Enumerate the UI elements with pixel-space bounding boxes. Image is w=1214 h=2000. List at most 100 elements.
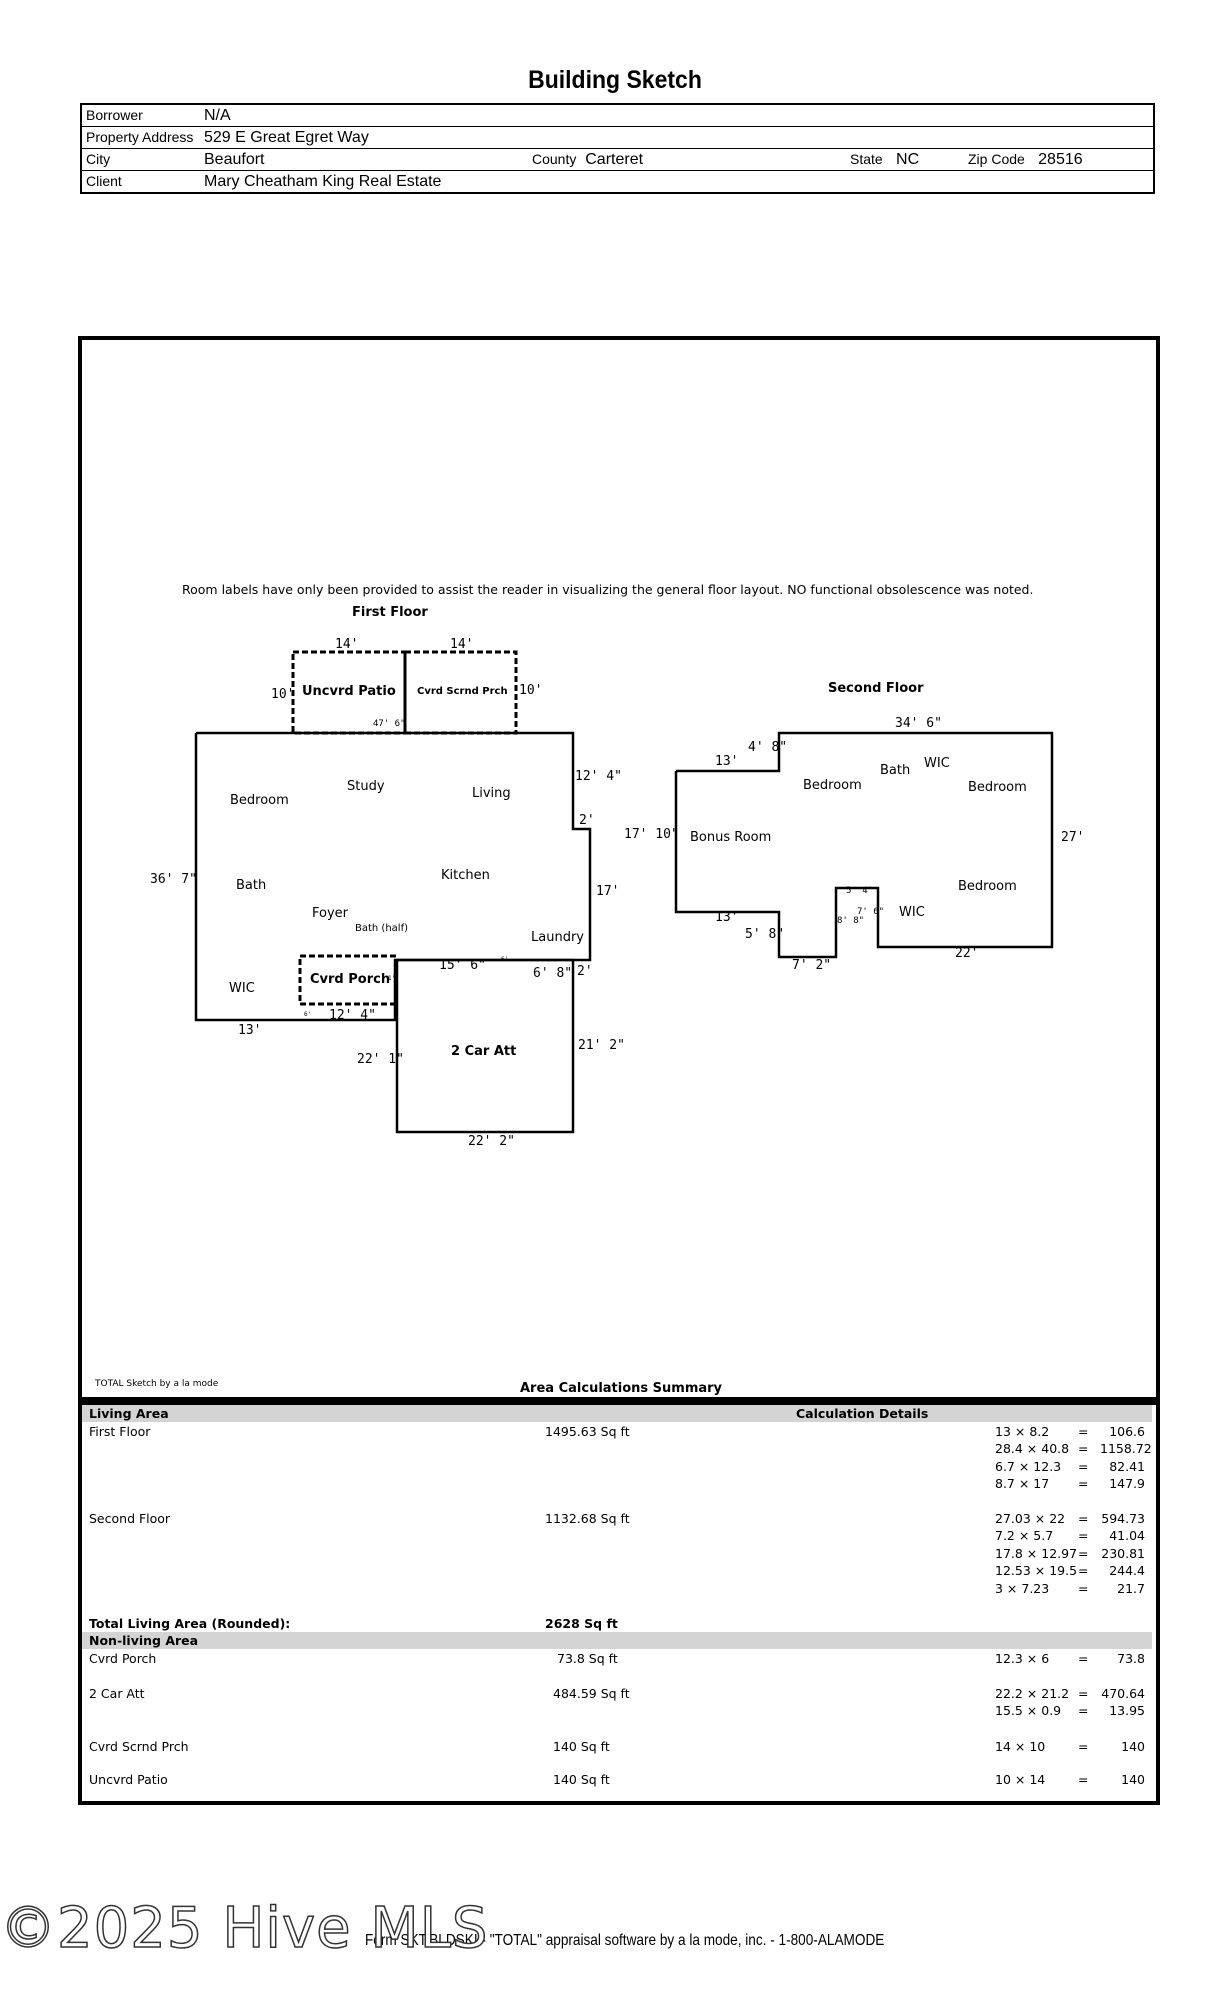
label-2f-wic-1: WIC [924, 756, 950, 771]
sf-line-4-val: 244.4 [1109, 1563, 1145, 1578]
sf-line-3-val: 230.81 [1101, 1546, 1145, 1561]
sf-line-5-eq: = [1078, 1581, 1089, 1596]
garage-line-2-expr: 15.5 × 0.9 [995, 1703, 1062, 1718]
porch-line-eq: = [1078, 1651, 1089, 1666]
ff-line-2-eq: = [1078, 1441, 1089, 1456]
dim-2f-notch-depth: 8' 8" [837, 916, 865, 926]
dim-left-depth: 36' 7" [150, 872, 197, 887]
city-label: City [86, 150, 111, 167]
dim-garage-right: 21' 2" [578, 1038, 625, 1053]
garage-line-2-val: 13.95 [1109, 1703, 1145, 1718]
dim-jog: 2' [579, 813, 595, 828]
footer-text: Form SKT.BLDSKI - "TOTAL" appraisal soft… [365, 1932, 885, 1949]
borrower-label: Borrower [86, 106, 143, 123]
sf-line-1-eq: = [1078, 1511, 1089, 1526]
watermark: ©2025 Hive MLS [0, 1895, 489, 1962]
sf-line-5-expr: 3 × 7.23 [995, 1581, 1050, 1596]
dim-2f-left: 17' 10" [624, 827, 679, 842]
dim-2f-step-down: 5' 8" [745, 927, 785, 942]
second-floor-calc-area: 1132.68 Sq ft [545, 1511, 630, 1526]
dim-front-left: 13' [238, 1023, 262, 1038]
county-value: Carteret [585, 150, 644, 168]
dim-2f-top: 34' 6" [895, 716, 942, 731]
state-value: NC [896, 150, 920, 168]
sf-line-4-expr: 12.53 × 19.5 [995, 1563, 1078, 1578]
total-living-label: Total Living Area (Rounded): [89, 1616, 291, 1631]
patio-line-val: 140 [1121, 1772, 1145, 1787]
city-value: Beaufort [200, 148, 528, 171]
ff-line-1-expr: 13 × 8.2 [995, 1424, 1050, 1439]
city-row: City Beaufort County Carteret State NC Z… [81, 148, 1154, 171]
dim-rear-width: 47' 6" [373, 719, 406, 729]
area-calc-box [78, 1397, 1160, 1805]
dim-laundry: 6' 8" [533, 966, 573, 981]
ff-line-4-expr: 8.7 × 17 [995, 1476, 1050, 1491]
label-laundry: Laundry [531, 930, 584, 945]
dim-porch-width: 12' 4" [329, 1008, 376, 1023]
address-row: Property Address 529 E Great Egret Way [81, 126, 1154, 149]
dim-2f-bottom-left: 13' [715, 910, 739, 925]
scrnd-line-expr: 14 × 10 [995, 1739, 1046, 1754]
label-2f-bedroom-2: Bedroom [968, 780, 1027, 795]
dim-garage-bottom: 22' 2" [468, 1134, 515, 1149]
label-bedroom: Bedroom [230, 793, 289, 808]
label-2f-bath: Bath [880, 763, 911, 778]
borrower-value: N/A [204, 106, 231, 124]
dim-2f-notch-top: 5' 4" [846, 886, 874, 896]
property-info-table: Borrower N/A Property Address 529 E Grea… [80, 103, 1155, 194]
client-value: Mary Cheatham King Real Estate [200, 170, 1154, 193]
ff-line-3-expr: 6.7 × 12.3 [995, 1459, 1062, 1474]
patio-line-expr: 10 × 14 [995, 1772, 1046, 1787]
garage-calc-area: 484.59 Sq ft [553, 1686, 630, 1701]
label-cvrd-scrnd-prch: Cvrd Scrnd Prch [417, 686, 508, 697]
dim-patio-width: 14' [335, 637, 359, 652]
second-floor-outline [674, 731, 1054, 959]
label-foyer: Foyer [312, 906, 349, 921]
dim-2f-step: 4' 8" [748, 740, 788, 755]
second-floor-title: Second Floor [828, 681, 924, 696]
dim-porch-marker-2: 6' [304, 1011, 312, 1018]
dim-2f-right: 27' [1061, 830, 1085, 845]
sketch-note: Room labels have only been provided to a… [182, 582, 1034, 597]
zip-value: 28516 [1038, 150, 1083, 168]
dim-right-upper: 12' 4" [575, 769, 622, 784]
floor-plan-drawing [194, 650, 1054, 1134]
living-area-header: Living Area [89, 1406, 169, 1421]
calc-details-header: Calculation Details [796, 1406, 929, 1421]
label-bath: Bath [236, 878, 267, 893]
patio-line-eq: = [1078, 1772, 1089, 1787]
dim-2f-bottom: 22' [955, 946, 979, 961]
label-2f-bedroom-3: Bedroom [958, 879, 1017, 894]
garage-calc-label: 2 Car Att [89, 1686, 145, 1701]
client-label: Client [86, 172, 122, 189]
scrnd-calc-label: Cvrd Scrnd Prch [89, 1739, 189, 1754]
cvrd-scrnd-prch-outline [403, 650, 518, 735]
dim-porch-marker-3: 1' [388, 975, 396, 982]
label-cvrd-porch: Cvrd Porch [310, 972, 391, 987]
dim-patio-depth: 10' [271, 687, 295, 702]
garage-line-2-eq: = [1078, 1703, 1089, 1718]
patio-calc-label: Uncvrd Patio [89, 1772, 168, 1787]
sf-line-5-val: 21.7 [1117, 1581, 1145, 1596]
cvrd-porch-calc-area: 73.8 Sq ft [557, 1651, 618, 1666]
garage-line-1-expr: 22.2 × 21.2 [995, 1686, 1070, 1701]
scrnd-calc-area: 140 Sq ft [553, 1739, 610, 1754]
total-living-value: 2628 Sq ft [545, 1616, 618, 1631]
cvrd-porch-calc-label: Cvrd Porch [89, 1651, 157, 1666]
label-study: Study [347, 779, 385, 794]
area-summary-title: Area Calculations Summary [520, 1381, 723, 1396]
ff-line-3-val: 82.41 [1109, 1459, 1145, 1474]
label-2f-wic-2: WIC [899, 905, 925, 920]
first-floor-calc-label: First Floor [89, 1424, 151, 1439]
ff-line-3-eq: = [1078, 1459, 1089, 1474]
sf-line-1-val: 594.73 [1101, 1511, 1145, 1526]
address-label: Property Address [86, 128, 194, 145]
patio-calc-area: 140 Sq ft [553, 1772, 610, 1787]
dim-garage-left: 22' 1" [357, 1052, 404, 1067]
county-label: County [532, 150, 577, 167]
porch-line-val: 73.8 [1117, 1651, 1145, 1666]
garage-line-1-eq: = [1078, 1686, 1089, 1701]
ff-line-1-val: 106.6 [1109, 1424, 1145, 1439]
sf-line-2-expr: 7.2 × 5.7 [995, 1528, 1054, 1543]
sf-line-2-eq: = [1078, 1528, 1089, 1543]
